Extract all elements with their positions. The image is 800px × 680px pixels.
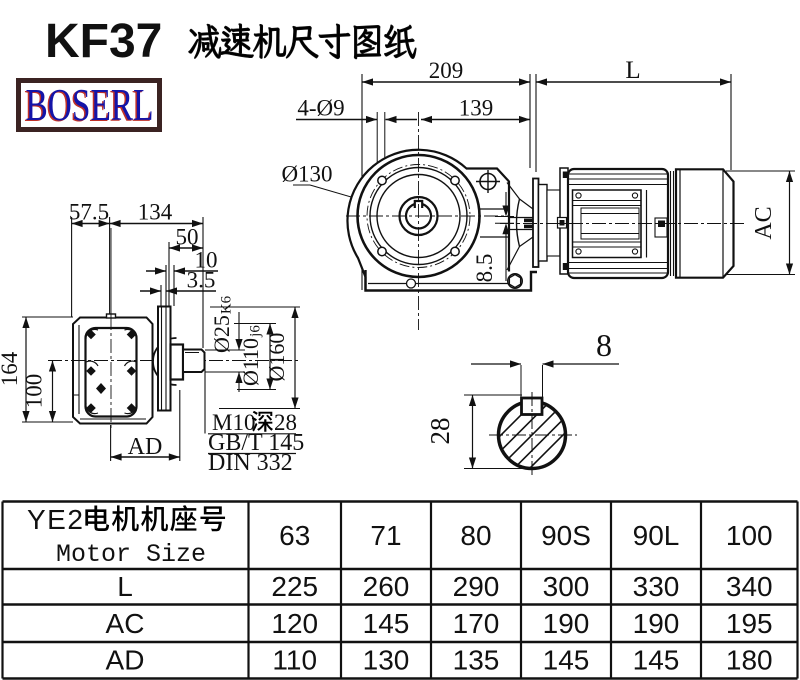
svg-text:145: 145 (543, 645, 590, 676)
svg-text:K6: K6 (219, 295, 235, 314)
svg-text:209: 209 (429, 58, 464, 83)
svg-text:139: 139 (459, 96, 494, 121)
svg-text:180: 180 (726, 645, 773, 676)
svg-text:170: 170 (453, 608, 500, 639)
svg-text:Motor Size: Motor Size (56, 540, 206, 569)
svg-text:L: L (117, 571, 133, 602)
svg-text:Ø160: Ø160 (264, 333, 289, 382)
svg-text:8.5: 8.5 (472, 254, 497, 283)
svg-text:145: 145 (633, 645, 680, 676)
svg-text:L: L (625, 57, 640, 84)
svg-text:GB/T 145: GB/T 145 (208, 430, 304, 456)
svg-text:145: 145 (363, 608, 410, 639)
svg-text:4-Ø9: 4-Ø9 (297, 96, 344, 121)
svg-text:3.5: 3.5 (187, 268, 216, 293)
svg-text:100: 100 (726, 520, 773, 551)
svg-text:71: 71 (370, 520, 401, 551)
svg-text:195: 195 (726, 608, 773, 639)
svg-text:190: 190 (633, 608, 680, 639)
svg-text:AD: AD (128, 434, 163, 460)
svg-text:KF37: KF37 (45, 15, 162, 68)
svg-text:M10: M10 (212, 410, 255, 435)
svg-text:260: 260 (363, 571, 410, 602)
svg-text:BOSERL: BOSERL (24, 81, 152, 131)
svg-text:Ø110: Ø110 (238, 338, 263, 386)
svg-text:Ø25: Ø25 (209, 315, 234, 353)
svg-text:50: 50 (176, 225, 199, 250)
svg-text:80: 80 (460, 520, 491, 551)
svg-text:164: 164 (0, 351, 22, 386)
svg-text:YE2: YE2 (27, 504, 84, 535)
svg-text:DIN 332: DIN 332 (208, 450, 293, 476)
svg-text:134: 134 (138, 200, 173, 225)
svg-text:340: 340 (726, 571, 773, 602)
svg-text:90S: 90S (541, 520, 591, 551)
svg-text:90L: 90L (633, 520, 680, 551)
svg-text:63: 63 (279, 520, 310, 551)
svg-text:Ø130: Ø130 (281, 162, 332, 187)
svg-text:300: 300 (543, 571, 590, 602)
svg-text:10: 10 (195, 248, 218, 273)
svg-text:AC: AC (751, 206, 777, 239)
svg-text:120: 120 (271, 608, 318, 639)
svg-text:8: 8 (596, 327, 612, 363)
svg-text:225: 225 (271, 571, 318, 602)
svg-text:BOSERL: BOSERL (26, 80, 154, 130)
svg-text:290: 290 (453, 571, 500, 602)
svg-text:190: 190 (543, 608, 590, 639)
svg-text:100: 100 (22, 374, 47, 409)
svg-text:AD: AD (106, 645, 145, 676)
svg-text:j6: j6 (248, 325, 264, 338)
svg-text:28: 28 (425, 418, 455, 445)
svg-text:57.5: 57.5 (69, 200, 109, 225)
svg-text:AC: AC (106, 608, 145, 639)
svg-text:330: 330 (633, 571, 680, 602)
svg-text:110: 110 (272, 645, 317, 676)
svg-text:135: 135 (453, 645, 500, 676)
svg-text:28: 28 (274, 410, 297, 435)
svg-text:130: 130 (363, 645, 410, 676)
